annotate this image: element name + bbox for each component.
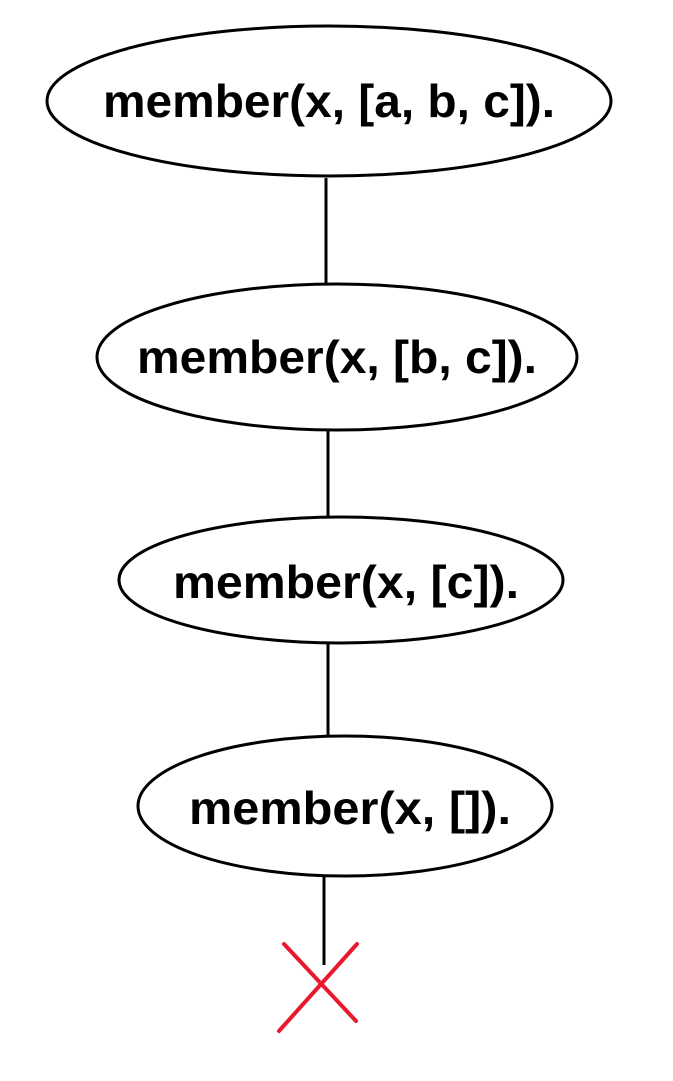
goal-node-4-ellipse xyxy=(136,734,554,878)
goal-node-1-label: member(x, [a, b, c]). xyxy=(103,75,555,127)
goal-node-2-ellipse xyxy=(95,282,579,432)
goal-node-3-label: member(x, [c]). xyxy=(173,556,519,608)
goal-node-2-label: member(x, [b, c]). xyxy=(137,331,537,383)
goal-node-4: member(x, []). xyxy=(136,734,554,878)
goal-node-1-ellipse xyxy=(45,24,613,178)
failure-cross-stroke-2 xyxy=(277,942,359,1033)
goal-node-4-label: member(x, []). xyxy=(189,782,511,834)
goal-node-1: member(x, [a, b, c]). xyxy=(45,24,613,178)
goal-node-3-ellipse xyxy=(117,515,565,645)
failure-cross-icon xyxy=(277,942,359,1033)
goal-node-3: member(x, [c]). xyxy=(117,515,565,645)
goal-node-2: member(x, [b, c]). xyxy=(95,282,579,432)
